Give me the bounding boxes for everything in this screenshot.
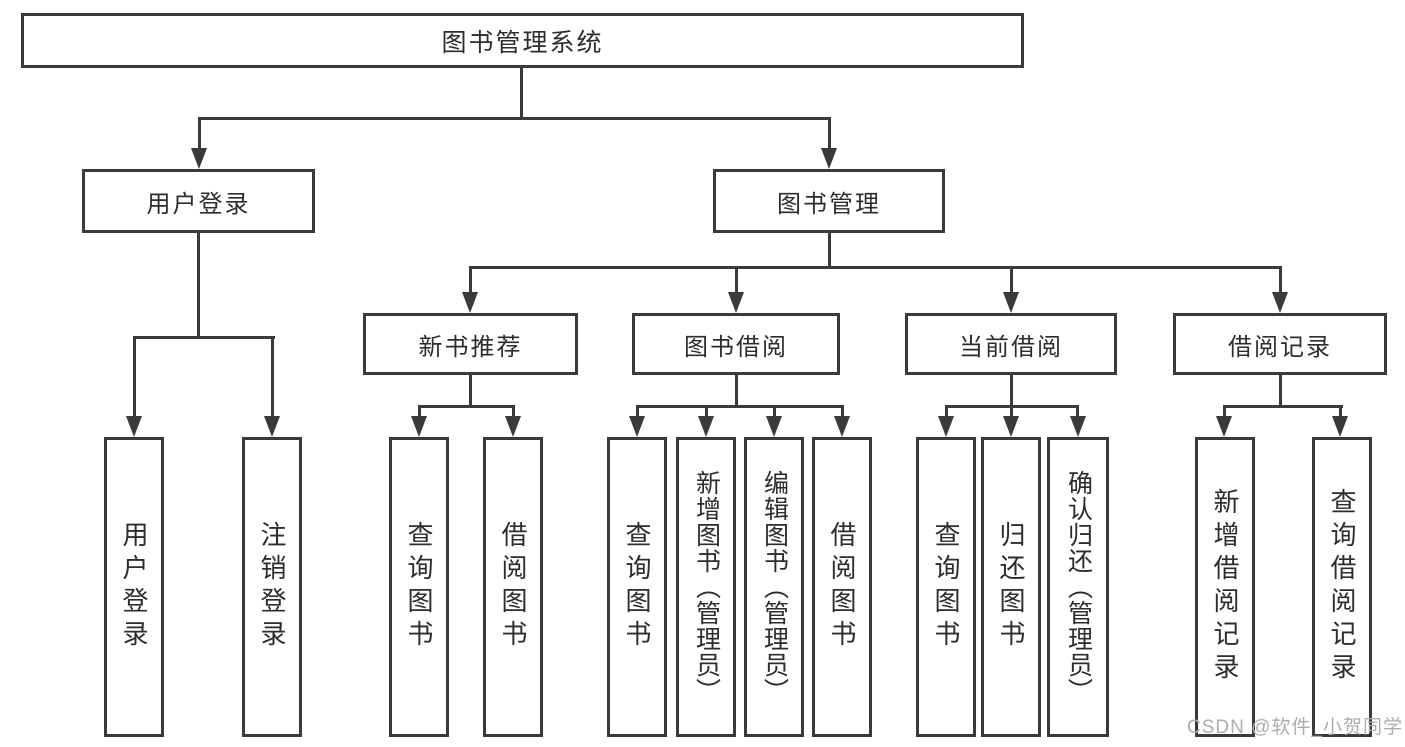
- arrowhead: [191, 148, 207, 169]
- arrowhead: [728, 292, 744, 313]
- connector-line: [197, 233, 200, 339]
- arrowhead: [411, 416, 427, 437]
- node-library-management-system: 图书管理系统: [21, 13, 1024, 68]
- connector-line: [520, 68, 523, 120]
- leaf-label: 注销登录: [257, 521, 287, 653]
- leaf-label: 查询借阅记录: [1327, 488, 1357, 686]
- node-new-book-recommendation: 新书推荐: [363, 313, 578, 375]
- leaf-label: 归还图书: [996, 521, 1026, 653]
- node-label: 图书管理系统: [441, 28, 604, 57]
- leaf-label: 确认归还（管理员）: [1064, 470, 1093, 704]
- leaf-query-books-current: 查询图书: [916, 437, 976, 737]
- leaf-borrow-books-recommend: 借阅图书: [483, 437, 543, 737]
- leaf-label: 新增图书（管理员）: [692, 470, 721, 704]
- leaf-return-books: 归还图书: [981, 437, 1041, 737]
- connector-line: [133, 336, 136, 418]
- connector-line: [469, 375, 472, 408]
- connector-line: [418, 405, 515, 408]
- connector-line: [469, 266, 1282, 269]
- node-label: 当前借阅: [959, 333, 1063, 361]
- node-user-login: 用户登录: [82, 169, 315, 233]
- node-label: 用户登录: [146, 190, 251, 218]
- leaf-query-borrow-record: 查询借阅记录: [1312, 437, 1372, 737]
- arrowhead: [1003, 416, 1019, 437]
- leaf-label: 借阅图书: [827, 521, 857, 653]
- connector-line: [735, 266, 738, 294]
- arrowhead: [629, 416, 645, 437]
- arrowhead: [821, 148, 837, 169]
- connector-line: [1339, 405, 1342, 418]
- connector-line: [735, 375, 738, 408]
- leaf-label: 编辑图书（管理员）: [760, 470, 789, 704]
- leaf-borrow-books-borrowing: 借阅图书: [812, 437, 872, 737]
- node-book-management: 图书管理: [713, 169, 945, 233]
- leaf-confirm-return-admin: 确认归还（管理员）: [1047, 437, 1109, 737]
- connector-line: [198, 117, 201, 150]
- connector-line: [1279, 375, 1282, 408]
- node-borrowing-records: 借阅记录: [1173, 313, 1387, 375]
- leaf-add-borrow-record: 新增借阅记录: [1195, 437, 1255, 737]
- watermark: CSDN @软件_小贺同学: [1187, 717, 1403, 738]
- connector-line: [1279, 266, 1282, 294]
- arrowhead: [126, 416, 142, 437]
- connector-line: [1010, 405, 1013, 418]
- connector-line: [133, 336, 275, 339]
- connector-line: [705, 405, 708, 418]
- leaf-label: 借阅图书: [498, 521, 528, 653]
- arrowhead: [1070, 416, 1086, 437]
- arrowhead: [505, 416, 521, 437]
- arrowhead: [698, 416, 714, 437]
- connector-line: [773, 405, 776, 418]
- leaf-user-login: 用户登录: [104, 437, 164, 737]
- node-current-borrowing: 当前借阅: [905, 313, 1117, 375]
- node-label: 借阅记录: [1228, 333, 1332, 361]
- connector-line: [1223, 405, 1226, 418]
- leaf-query-books-recommend: 查询图书: [389, 437, 449, 737]
- connector-line: [198, 117, 831, 120]
- arrowhead: [834, 416, 850, 437]
- connector-line: [636, 405, 844, 408]
- connector-line: [828, 117, 831, 150]
- node-label: 新书推荐: [418, 333, 523, 361]
- connector-line: [841, 405, 844, 418]
- leaf-label: 查询图书: [622, 521, 652, 653]
- connector-line: [1076, 405, 1079, 418]
- node-book-borrowing: 图书借阅: [632, 313, 840, 375]
- arrowhead: [1216, 416, 1232, 437]
- leaf-logout: 注销登录: [242, 437, 302, 737]
- leaf-label: 查询图书: [404, 521, 434, 653]
- arrowhead: [462, 292, 478, 313]
- leaf-edit-books-admin: 编辑图书（管理员）: [744, 437, 804, 737]
- leaf-label: 用户登录: [119, 521, 149, 653]
- connector-line: [469, 266, 472, 294]
- connector-line: [512, 405, 515, 418]
- leaf-query-books-borrowing: 查询图书: [607, 437, 667, 737]
- connector-line: [1010, 375, 1013, 408]
- arrowhead: [938, 416, 954, 437]
- arrowhead: [1332, 416, 1348, 437]
- leaf-label: 查询图书: [931, 521, 961, 653]
- leaf-add-books-admin: 新增图书（管理员）: [676, 437, 736, 737]
- connector-line: [1223, 405, 1343, 408]
- arrowhead: [1003, 292, 1019, 313]
- connector-line: [1010, 266, 1013, 294]
- connector-line: [945, 405, 948, 418]
- leaf-label: 新增借阅记录: [1210, 488, 1240, 686]
- node-label: 图书管理: [777, 190, 881, 218]
- connector-line: [828, 233, 831, 269]
- arrowhead: [1272, 292, 1288, 313]
- node-label: 图书借阅: [684, 333, 788, 361]
- connector-line: [636, 405, 639, 418]
- connector-line: [271, 336, 274, 418]
- connector-line: [418, 405, 421, 418]
- arrowhead: [766, 416, 782, 437]
- arrowhead: [264, 416, 280, 437]
